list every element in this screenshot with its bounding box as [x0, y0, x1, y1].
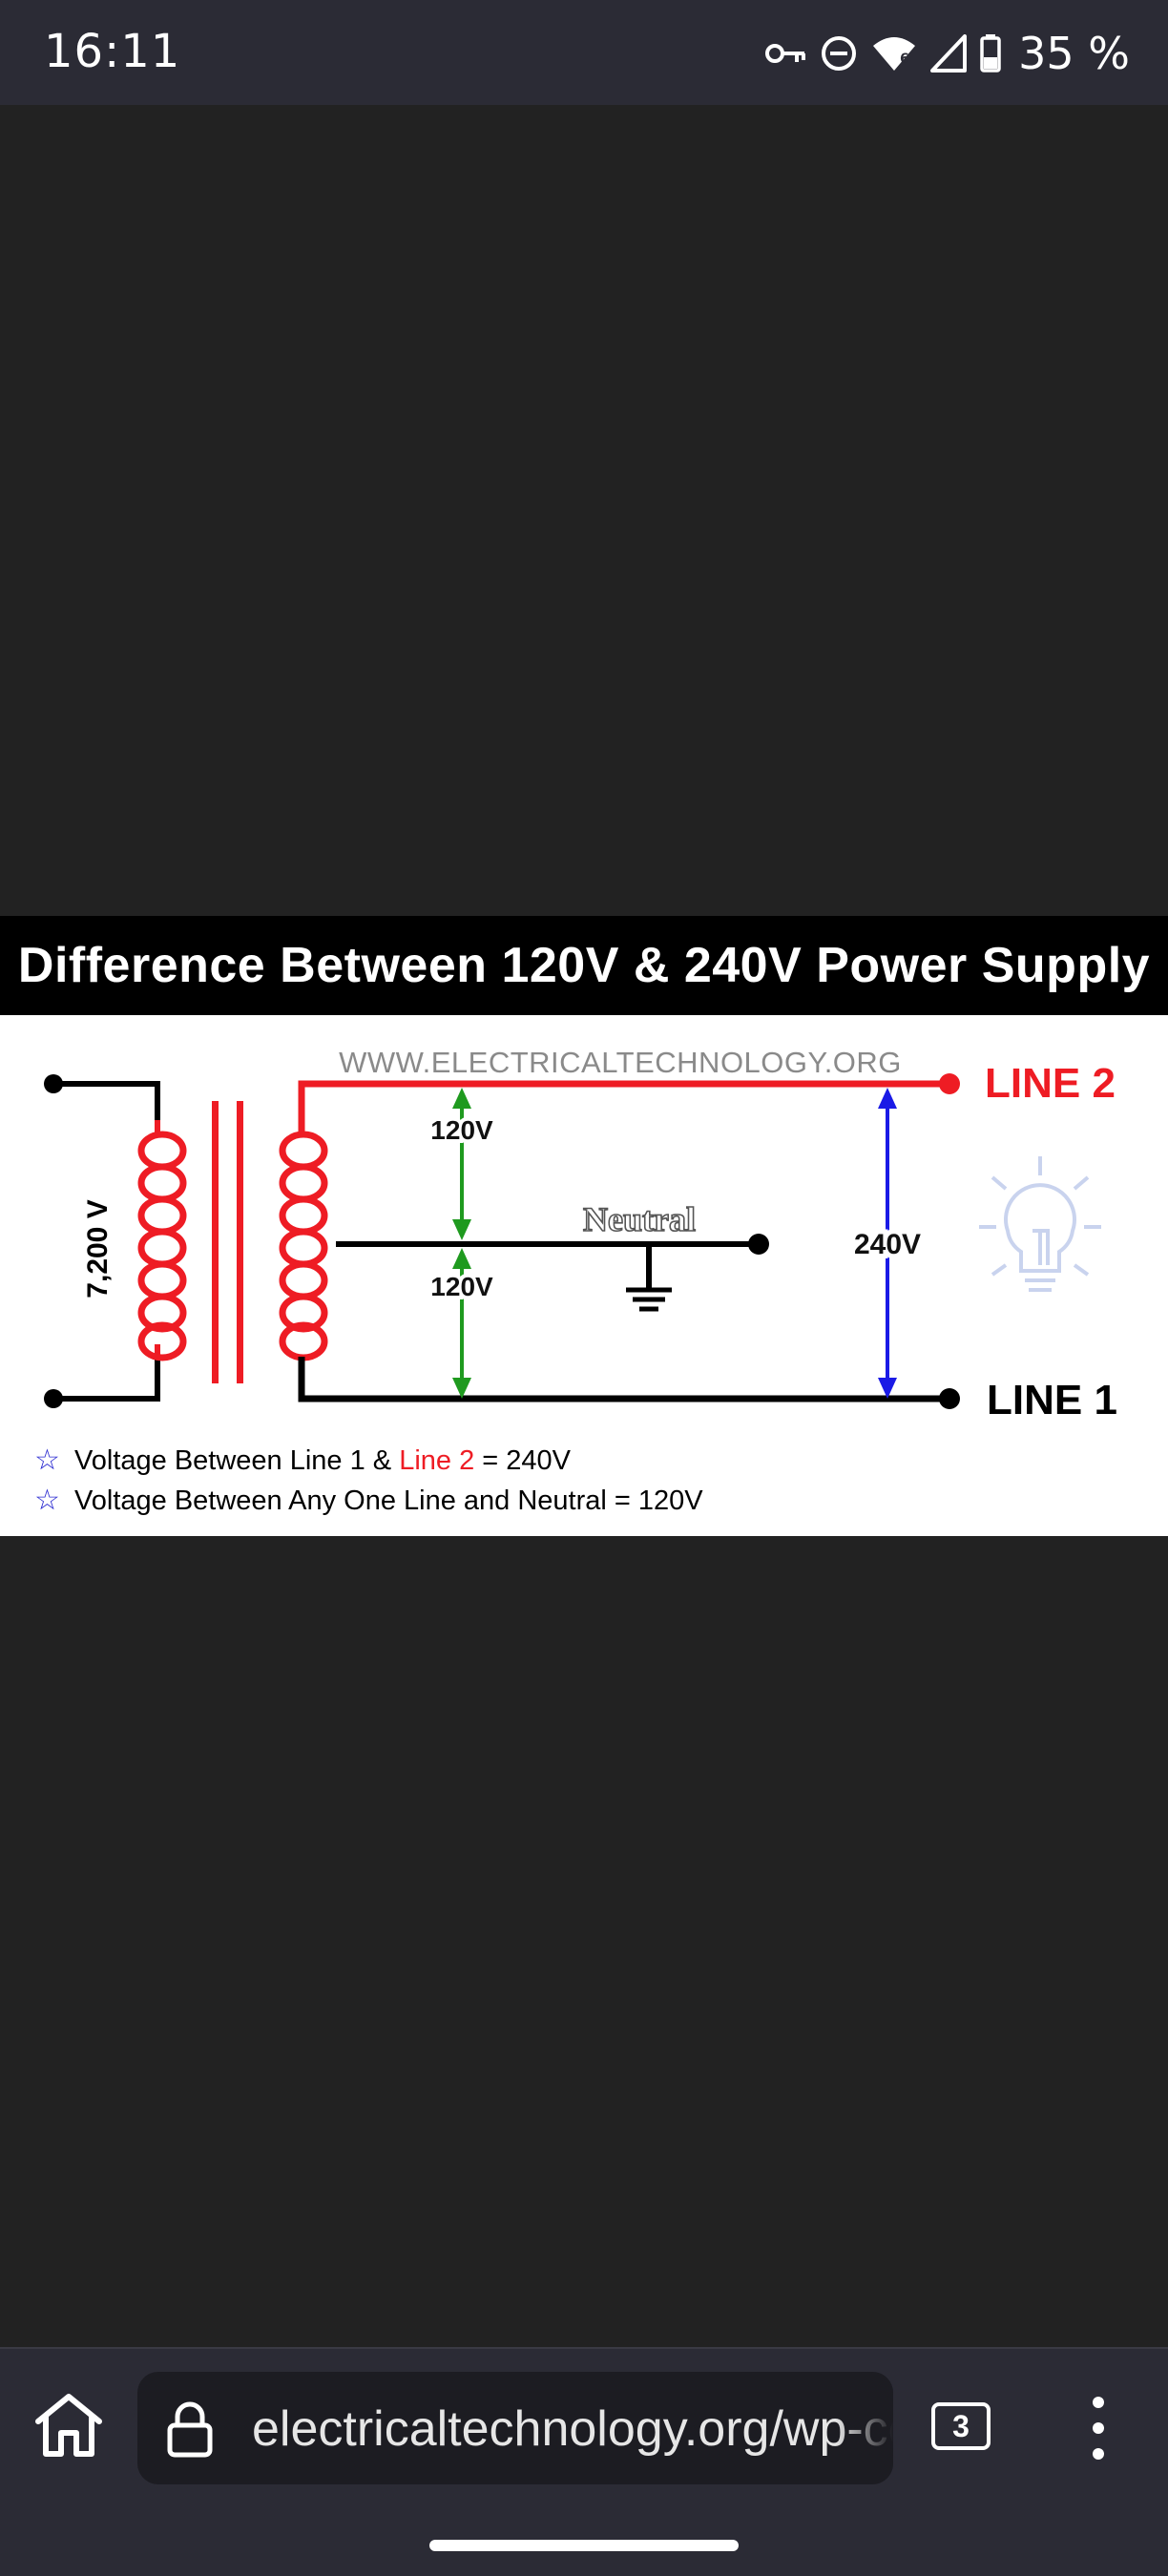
status-icons: 6 35 % — [764, 27, 1130, 80]
signal-icon — [930, 34, 968, 73]
lower-voltage-arrow — [452, 1248, 471, 1399]
image-title: Difference Between 120V & 240V Power Sup… — [0, 916, 1168, 1015]
neutral-label: Neutral — [583, 1200, 696, 1238]
wifi-icon: 6 — [873, 37, 916, 71]
note-1-highlight: Line 2 — [399, 1445, 474, 1476]
total-voltage-label: 240V — [854, 1229, 921, 1260]
upper-voltage-label: 120V — [430, 1115, 493, 1145]
total-voltage-arrow — [878, 1088, 897, 1399]
svg-text:Voltage Between Line 1 & Line: Voltage Between Line 1 & Line 2 = 240V — [74, 1445, 572, 1476]
browser-bottom-bar: electricaltechnology.org/wp-content/uplo… — [0, 2347, 1168, 2576]
home-icon[interactable] — [32, 2389, 105, 2462]
battery-percentage: 35 % — [1018, 28, 1130, 79]
status-bar: 16:11 6 35 % — [0, 0, 1168, 105]
line2-label: LINE 2 — [985, 1060, 1116, 1107]
note-1-suffix: = 240V — [474, 1445, 571, 1476]
line1-label: LINE 1 — [987, 1377, 1117, 1423]
lightbulb-icon — [979, 1156, 1101, 1292]
more-vert-icon[interactable] — [1084, 2393, 1113, 2463]
note-2: ☆ Voltage Between Any One Line and Neutr… — [34, 1485, 703, 1516]
gesture-nav-handle[interactable] — [429, 2540, 739, 2551]
status-time: 16:11 — [44, 25, 181, 78]
address-bar[interactable]: electricaltechnology.org/wp-content/uplo… — [137, 2372, 893, 2484]
circuit-diagram: WWW.ELECTRICALTECHNOLOGY.ORG — [34, 1046, 1117, 1516]
secondary-winding — [279, 1073, 960, 1409]
primary-winding: 7,200 V — [44, 1074, 187, 1408]
primary-voltage-label: 7,200 V — [82, 1199, 114, 1298]
do-not-disturb-icon — [822, 36, 857, 71]
watermark: WWW.ELECTRICALTECHNOLOGY.ORG — [339, 1046, 902, 1079]
vpn-key-icon — [765, 44, 806, 63]
star-icon: ☆ — [34, 1485, 60, 1516]
note-1-prefix: Voltage Between Line 1 & — [74, 1445, 399, 1476]
image-viewer[interactable]: Difference Between 120V & 240V Power Sup… — [0, 105, 1168, 2347]
transformer-core — [212, 1101, 243, 1383]
note-1: ☆ Voltage Between Line 1 & Line 2 = 240V — [34, 1444, 572, 1476]
lock-icon[interactable] — [166, 2400, 214, 2458]
url-fade — [836, 2372, 893, 2484]
svg-text:6: 6 — [900, 52, 909, 67]
note-2-text: Voltage Between Any One Line and Neutral… — [74, 1485, 703, 1516]
url-text[interactable]: electricaltechnology.org/wp-content/uplo… — [252, 2401, 893, 2457]
diagram-image[interactable]: Difference Between 120V & 240V Power Sup… — [0, 916, 1168, 1536]
star-icon: ☆ — [34, 1444, 60, 1476]
lower-voltage-label: 120V — [430, 1272, 493, 1301]
tab-switcher-icon[interactable]: 3 — [931, 2402, 991, 2450]
upper-voltage-arrow — [452, 1088, 471, 1240]
ground-symbol — [626, 1244, 672, 1312]
battery-icon — [980, 34, 1001, 73]
